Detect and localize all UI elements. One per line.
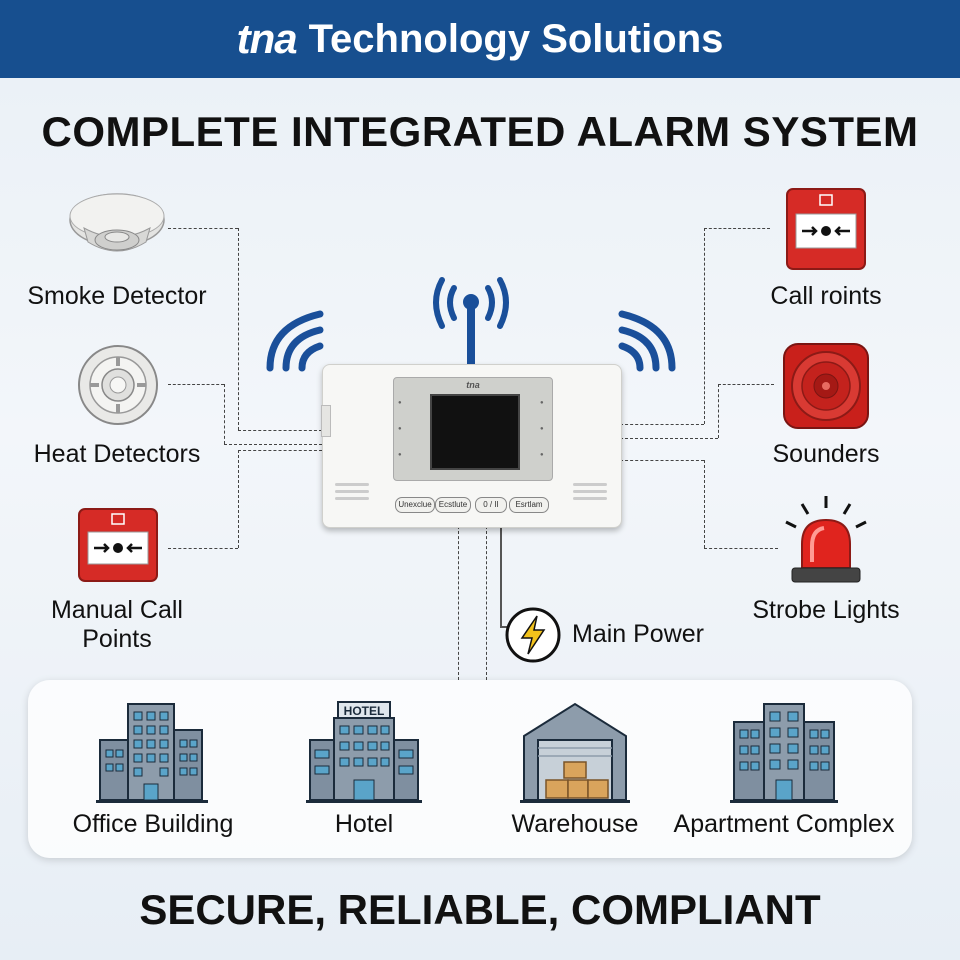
- manual-call-points-label: Manual Call Points: [50, 596, 183, 653]
- office-building-icon: [96, 703, 208, 803]
- strobe-lights-label: Strobe Lights: [752, 596, 900, 624]
- panel-button-1[interactable]: Unexclue: [395, 497, 435, 513]
- heat-detector-label: Heat Detectors: [33, 440, 201, 468]
- panel-display-frame: tna ● ● ● ● ● ●: [393, 377, 553, 481]
- company-name: Technology Solutions: [308, 16, 724, 61]
- hotel-sign: HOTEL: [344, 704, 385, 718]
- page-title: COMPLETE INTEGRATED ALARM SYSTEM: [41, 108, 919, 155]
- call-point-icon: [786, 188, 866, 270]
- sounder-icon: [783, 343, 869, 429]
- antenna-icon: [433, 277, 509, 366]
- manual-call-point-icon: [78, 508, 158, 582]
- brand-logo: tna: [236, 15, 298, 62]
- panel-button-4[interactable]: Esrtlam: [509, 497, 549, 513]
- lightning-bolt-icon: [505, 607, 561, 663]
- panel-button-3[interactable]: 0 / II: [475, 497, 507, 513]
- strobe-light-icon: [785, 496, 867, 583]
- panel-button-2[interactable]: Ecstlute: [435, 497, 471, 513]
- call-points-label: Call roints: [770, 282, 882, 310]
- panel-logo: tna: [466, 380, 480, 390]
- sounders-label: Sounders: [772, 440, 880, 468]
- heat-detector-icon: [78, 345, 158, 425]
- wireless-signal-left-icon: [266, 310, 324, 372]
- main-power-label: Main Power: [572, 620, 704, 648]
- apartment-complex-label: Apartment Complex: [673, 810, 895, 838]
- smoke-detector-label: Smoke Detector: [27, 282, 207, 310]
- smoke-detector-icon: [69, 193, 165, 252]
- wireless-signal-right-icon: [618, 310, 676, 372]
- hotel-icon: HOTEL: [306, 701, 422, 803]
- apartment-complex-icon: [730, 703, 838, 803]
- alarm-control-panel: tna ● ● ● ● ● ● Unexclue Ecstlute 0 / II…: [321, 364, 622, 528]
- office-building-label: Office Building: [72, 810, 234, 838]
- header-bar: tna Technology Solutions: [0, 0, 960, 78]
- hotel-label: Hotel: [334, 810, 394, 838]
- warehouse-label: Warehouse: [511, 810, 639, 838]
- panel-display-screen: [430, 394, 520, 470]
- warehouse-icon: [520, 702, 630, 803]
- footer-tagline: SECURE, RELIABLE, COMPLIANT: [139, 886, 821, 933]
